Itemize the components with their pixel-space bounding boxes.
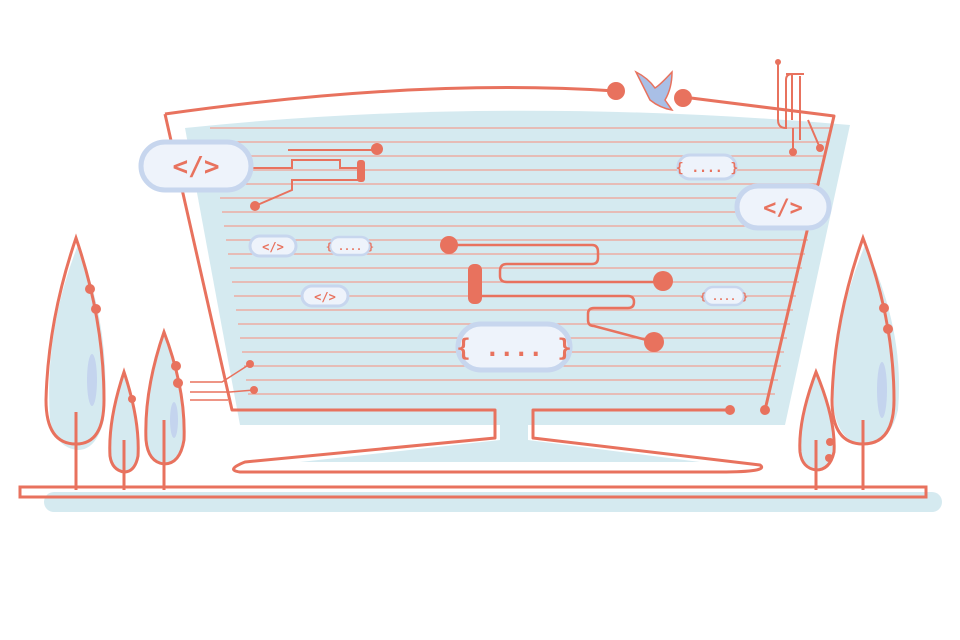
ground-line <box>18 485 928 499</box>
code-tag-icon: </> <box>300 284 350 308</box>
tree-icon <box>144 327 186 490</box>
circuit-node <box>468 264 482 304</box>
code-tag-icon: </> <box>734 183 832 231</box>
circuit-node <box>357 160 365 182</box>
bird-icon <box>634 70 674 112</box>
circuit-node <box>789 148 797 156</box>
bottom-left-circuit <box>190 363 255 401</box>
circuit-decoration <box>777 62 821 152</box>
svg-text:</>: </> <box>314 290 336 304</box>
frame-node <box>725 405 735 415</box>
code-tag-icon: </> <box>138 139 254 193</box>
circuit-node <box>644 332 664 352</box>
circuit-node <box>250 386 258 394</box>
circuit-node <box>371 143 383 155</box>
monitor-stand-fill <box>300 420 700 462</box>
svg-text:{ .... }: { .... } <box>700 292 748 303</box>
circuit-node <box>440 236 458 254</box>
tree-icon <box>798 367 836 490</box>
left-circuit <box>252 149 378 207</box>
tree-icon <box>44 233 106 490</box>
svg-text:</>: </> <box>262 240 284 254</box>
svg-text:</>: </> <box>173 152 220 182</box>
circuit-node <box>250 201 260 211</box>
tree-icon <box>108 367 140 490</box>
braces-tag-icon: { .... } <box>700 285 748 307</box>
circuit-node <box>775 59 781 65</box>
circuit-node <box>246 360 254 368</box>
svg-text:</>: </> <box>763 196 803 221</box>
frame-node <box>607 82 625 100</box>
frame-node <box>674 89 692 107</box>
braces-tag-icon: { .... } <box>455 321 573 373</box>
braces-tag-icon: { .... } <box>676 153 739 181</box>
ground-shadow <box>44 492 942 512</box>
circuit-node <box>816 144 824 152</box>
svg-text:{ .... }: { .... } <box>676 161 739 176</box>
svg-text:{ .... }: { .... } <box>456 334 572 362</box>
braces-tag-icon: { .... } <box>326 235 374 257</box>
svg-text:{ .... }: { .... } <box>326 242 374 253</box>
tree-icon <box>830 233 900 490</box>
code-tag-icon: </> <box>248 234 298 258</box>
circuit-node <box>653 271 673 291</box>
center-circuit <box>449 243 662 344</box>
frame-node <box>760 405 770 415</box>
monitor-frame <box>163 86 836 474</box>
